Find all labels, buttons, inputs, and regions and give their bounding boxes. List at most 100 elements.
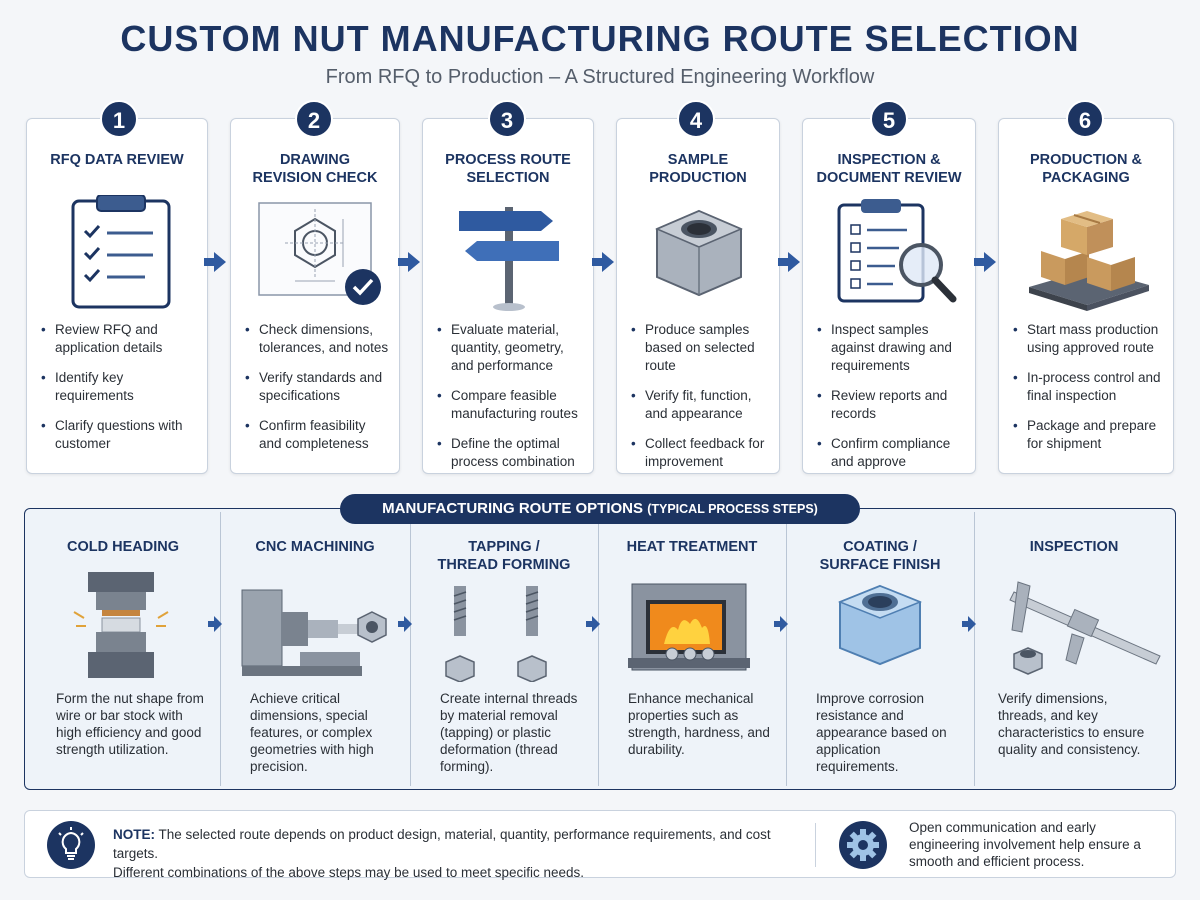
route-2-description: Achieve critical dimensions, special fea…: [250, 691, 374, 774]
step-5-title-line1: INSPECTION &: [837, 152, 941, 168]
route-1-title: COLD HEADING: [26, 538, 220, 556]
note-panel: NOTE: The selected route depends on prod…: [24, 810, 1176, 880]
flow-arrow-icon: [208, 616, 222, 632]
cold-heading-die-icon: [26, 572, 220, 682]
divider: [410, 512, 411, 786]
clipboard-checklist-icon: [27, 194, 207, 315]
divider: [786, 512, 787, 786]
page-subtitle: From RFQ to Production – A Structured En…: [325, 66, 875, 88]
list-item: Confirm feasibility and completeness: [245, 417, 389, 453]
tap-tool-icon: [410, 572, 598, 683]
route-5-title-line1: COATING /: [843, 539, 917, 555]
step-2-title-line1: DRAWING: [279, 152, 351, 168]
note-text: NOTE: The selected route depends on prod…: [113, 825, 803, 882]
flow-arrow-icon: [204, 252, 226, 272]
route-coating-surface-finish: COATING / SURFACE FINISH Improve corrosi…: [786, 510, 974, 788]
list-item: Package and prepare for shipment: [1013, 417, 1163, 453]
list-item: Check dimensions, tolerances, and notes: [245, 321, 389, 357]
route-3-title: TAPPING / THREAD FORMING: [410, 538, 598, 574]
step-4-number-badge: 4: [677, 100, 715, 138]
route-2-title-line1: CNC MACHINING: [255, 539, 375, 555]
note-right-text: Open communication and early engineering…: [909, 820, 1141, 869]
step-3-number-badge: 3: [488, 100, 526, 138]
route-6-description: Verify dimensions, threads, and key char…: [998, 691, 1145, 757]
list-item: Start mass production using approved rou…: [1013, 321, 1163, 357]
signpost-icon: [423, 195, 593, 315]
route-3-title-line1: TAPPING /: [468, 539, 540, 555]
list-item: Clarify questions with customer: [41, 417, 197, 453]
route-inspection: INSPECTION Verify dimensions, threads, a…: [974, 510, 1174, 788]
divider: [974, 512, 975, 786]
note-line2: Different combinations of the above step…: [113, 865, 585, 880]
manufacturing-routes-panel: [24, 508, 1176, 790]
furnace-icon: [598, 572, 786, 682]
routes-header-main: MANUFACTURING ROUTE OPTIONS: [382, 500, 644, 517]
step-5-number-badge: 5: [870, 100, 908, 138]
flow-arrow-icon: [592, 252, 614, 272]
step-card-production-packaging: PRODUCTION & PACKAGING Start mass produc…: [998, 118, 1174, 474]
list-item: Inspect samples against drawing and requ…: [817, 321, 965, 375]
step-4-bullets: Produce samples based on selected route …: [631, 321, 769, 483]
route-cnc-machining: CNC MACHINING Achieve critical dimension…: [220, 510, 410, 788]
divider: [815, 823, 816, 867]
route-cold-heading: COLD HEADING Form the nut shape from wir…: [26, 510, 220, 788]
step-1-bullets: Review RFQ and application details Ident…: [41, 321, 197, 465]
note-line1: The selected route depends on product de…: [113, 827, 771, 861]
list-item: Define the optimal process combination: [437, 435, 583, 471]
step-5-title-line2: DOCUMENT REVIEW: [816, 170, 962, 186]
boxes-pallet-icon: [999, 195, 1173, 315]
step-1-title: RFQ DATA REVIEW: [27, 151, 207, 169]
route-heat-treatment: HEAT TREATMENT Enhance mechanical proper…: [598, 510, 786, 788]
step-6-bullets: Start mass production using approved rou…: [1013, 321, 1163, 465]
flow-arrow-icon: [398, 252, 420, 272]
routes-header-badge: MANUFACTURING ROUTE OPTIONS (TYPICAL PRO…: [340, 494, 860, 524]
flow-arrow-icon: [586, 616, 600, 632]
list-item: Review reports and records: [817, 387, 965, 423]
step-2-bullets: Check dimensions, tolerances, and notes …: [245, 321, 389, 465]
step-5-bullets: Inspect samples against drawing and requ…: [817, 321, 965, 483]
list-item: Confirm compliance and approve: [817, 435, 965, 471]
route-tapping-thread-forming: TAPPING / THREAD FORMING Create internal…: [410, 510, 598, 788]
step-card-rfq-data-review: RFQ DATA REVIEW Review RFQ and applicati…: [26, 118, 208, 474]
route-5-description: Improve corrosion resistance and appeara…: [816, 691, 947, 774]
list-item: Collect feedback for improvement: [631, 435, 769, 471]
list-item: Verify fit, function, and appearance: [631, 387, 769, 423]
route-6-title: INSPECTION: [974, 538, 1174, 556]
list-item: In-process control and final inspection: [1013, 369, 1163, 405]
lightbulb-icon: [47, 821, 95, 869]
step-2-number-badge: 2: [295, 100, 333, 138]
page-title: CUSTOM NUT MANUFACTURING ROUTE SELECTION: [120, 18, 1080, 59]
route-2-title: CNC MACHINING: [220, 538, 410, 556]
list-item: Evaluate material, quantity, geometry, a…: [437, 321, 583, 375]
flow-arrow-icon: [962, 616, 976, 632]
cnc-lathe-icon: [220, 572, 410, 682]
step-5-title: INSPECTION & DOCUMENT REVIEW: [803, 151, 975, 187]
route-1-description: Form the nut shape from wire or bar stoc…: [56, 691, 204, 757]
step-6-title-line2: PACKAGING: [1042, 170, 1130, 186]
step-2-title-line2: REVISION CHECK: [252, 170, 378, 186]
step-6-title-line1: PRODUCTION &: [1030, 152, 1142, 168]
list-item: Compare feasible manufacturing routes: [437, 387, 583, 423]
step-1-number-badge: 1: [100, 100, 138, 138]
step-card-process-route-selection: PROCESS ROUTE SELECTION Evaluate materia…: [422, 118, 594, 474]
route-4-description: Enhance mechanical properties such as st…: [628, 691, 770, 757]
route-1-title-line1: COLD HEADING: [67, 539, 179, 555]
hex-nut-icon: [617, 195, 779, 315]
note-label: NOTE:: [113, 827, 155, 842]
step-3-title: PROCESS ROUTE SELECTION: [423, 151, 593, 187]
route-4-title: HEAT TREATMENT: [598, 538, 786, 556]
step-4-title-line1: SAMPLE: [667, 152, 729, 168]
step-card-inspection-document-review: INSPECTION & DOCUMENT REVIEW Inspect sam…: [802, 118, 976, 474]
step-card-drawing-revision-check: DRAWING REVISION CHECK Check dimensions,…: [230, 118, 400, 474]
routes-header-sub: (TYPICAL PROCESS STEPS): [647, 502, 818, 516]
step-3-title-line1: PROCESS ROUTE: [445, 152, 571, 168]
flow-arrow-icon: [774, 616, 788, 632]
step-3-title-line2: SELECTION: [466, 170, 550, 186]
list-item: Verify standards and specifications: [245, 369, 389, 405]
flow-arrow-icon: [398, 616, 412, 632]
step-4-title: SAMPLE PRODUCTION: [617, 151, 779, 187]
step-4-title-line2: PRODUCTION: [649, 170, 747, 186]
list-item: Identify key requirements: [41, 369, 197, 405]
step-3-bullets: Evaluate material, quantity, geometry, a…: [437, 321, 583, 483]
list-item: Review RFQ and application details: [41, 321, 197, 357]
